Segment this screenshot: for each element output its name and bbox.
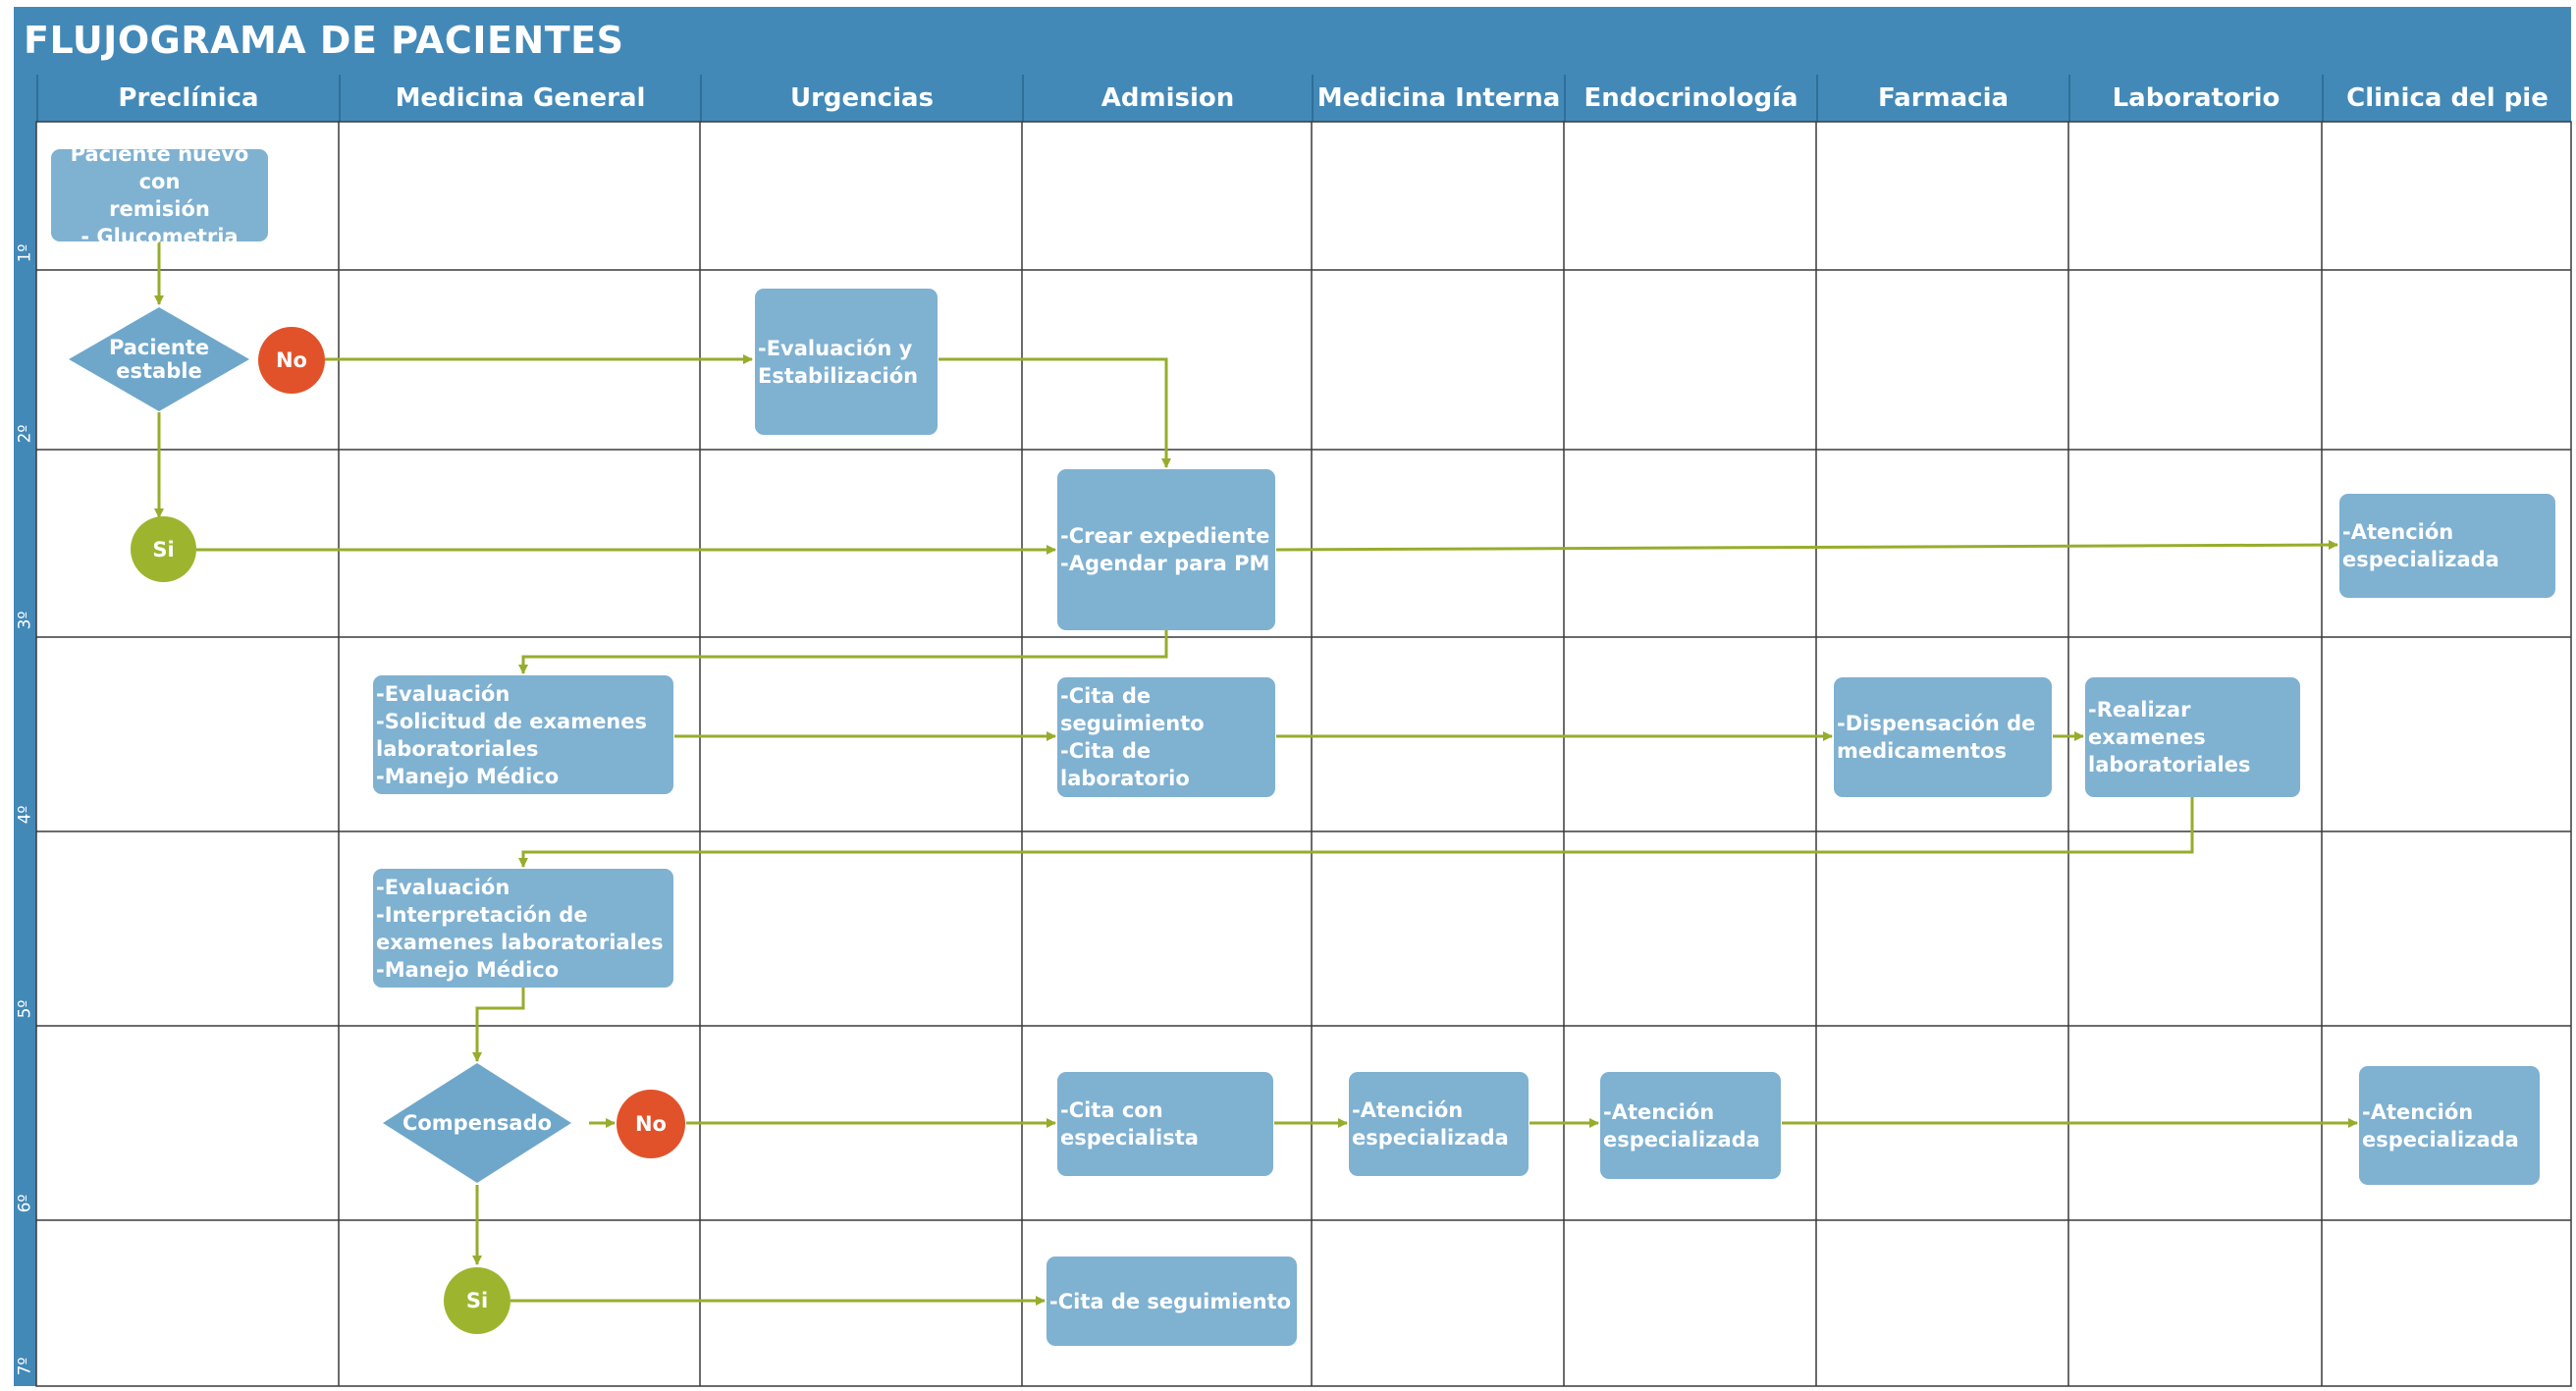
decision-shapes: [69, 307, 571, 1183]
node-cita-especialista: -Cita con especialista: [1057, 1072, 1273, 1176]
lane-header-endocrinologia: Endocrinología: [1564, 75, 1816, 122]
node-cita-seguimiento-lab: -Cita de seguimiento -Cita de laboratori…: [1057, 677, 1275, 797]
decision-compensado: [383, 1063, 571, 1183]
lane-header-medicina-general: Medicina General: [339, 75, 700, 122]
node-atencion-medicina-interna: -Atención especializada: [1349, 1072, 1529, 1176]
connectors: [154, 241, 2358, 1306]
node-atencion-pie-1: -Atención especializada: [2339, 494, 2555, 598]
node-compensado: Compensado: [402, 1111, 553, 1135]
lane-header-medicina-interna: Medicina Interna: [1312, 75, 1564, 122]
connector-admision-to-mg: [518, 630, 1168, 674]
connector-mg-to-compensado: [472, 988, 525, 1062]
node-evaluacion-mg-2: -Evaluación -Interpretación de examenes …: [373, 869, 673, 988]
phase-column: [14, 75, 36, 1386]
node-paciente-estable: Paciente estable: [108, 336, 210, 383]
lane-header-clinica-del-pie: Clinica del pie: [2322, 75, 2571, 122]
node-cita-seguimiento-final: -Cita de seguimiento: [1046, 1257, 1297, 1346]
decision-paciente-estable: [69, 307, 249, 411]
lane-header-laboratorio: Laboratorio: [2068, 75, 2322, 122]
lane-header-row: [36, 75, 2571, 122]
node-no-2: No: [617, 1090, 685, 1158]
connector-lab-to-mg: [518, 797, 2194, 868]
lane-header-farmacia: Farmacia: [1816, 75, 2068, 122]
node-atencion-pie-2: -Atención especializada: [2359, 1066, 2540, 1185]
node-si-2: Si: [444, 1267, 510, 1334]
node-atencion-endocrinologia: -Atención especializada: [1600, 1072, 1781, 1179]
node-evaluacion-mg-1: -Evaluación -Solicitud de examenes labor…: [373, 675, 673, 794]
node-realizar-examenes: -Realizar examenes laboratoriales: [2085, 677, 2300, 797]
title-bar: [14, 7, 2571, 75]
connector-urgencias-to-admision: [939, 357, 1171, 468]
node-no-1: No: [258, 327, 325, 394]
node-crear-expediente: -Crear expediente -Agendar para PM: [1057, 469, 1275, 630]
node-paciente-nuevo: Paciente nuevo con remisión - Glucometri…: [51, 142, 268, 248]
lane-header-preclinica: Preclínica: [36, 75, 339, 122]
page-title: FLUJOGRAMA DE PACIENTES: [24, 19, 624, 62]
node-evaluacion-estabilizacion: -Evaluación y Estabilización: [755, 289, 938, 435]
connector-admision-to-pie: [1275, 540, 2338, 552]
lane-header-urgencias: Urgencias: [700, 75, 1022, 122]
node-si-1: Si: [131, 516, 196, 582]
node-dispensacion: -Dispensación de medicamentos: [1834, 677, 2052, 797]
grid-lines: [35, 121, 2572, 1387]
lane-header-admision: Admision: [1022, 75, 1312, 122]
